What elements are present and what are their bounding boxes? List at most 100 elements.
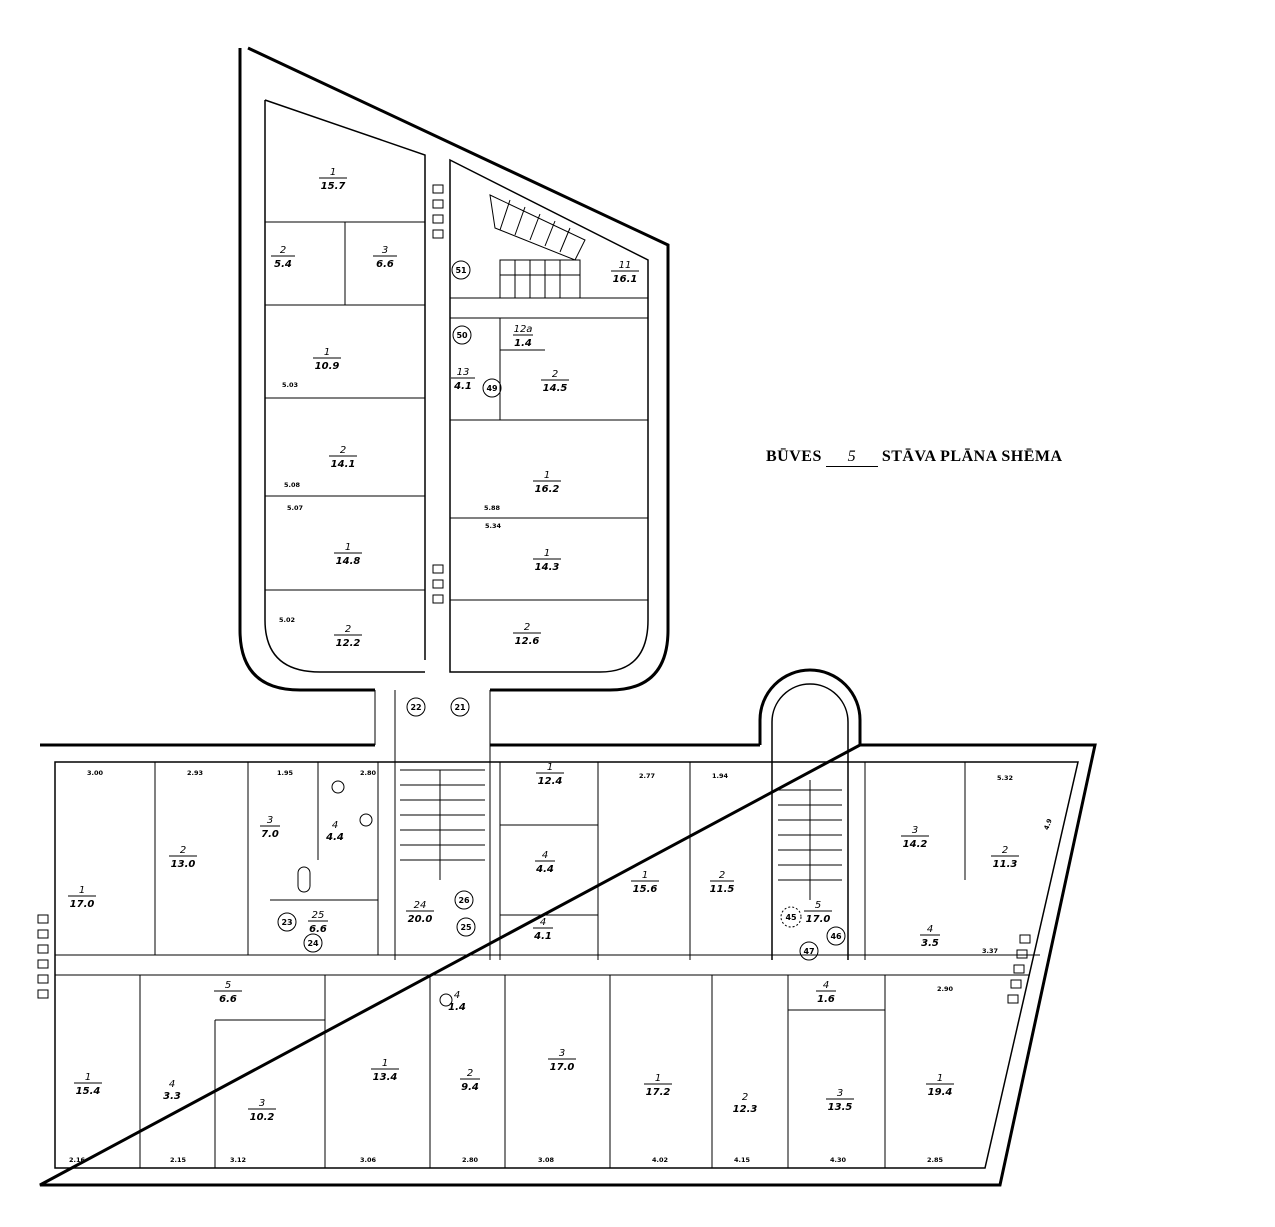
circle-marker: 51 xyxy=(451,260,471,280)
svg-text:9.4: 9.4 xyxy=(461,1082,479,1093)
room-label: 44.4 xyxy=(325,820,344,843)
svg-text:26: 26 xyxy=(458,896,470,905)
room-label: 44.1 xyxy=(533,917,553,942)
svg-text:4.30: 4.30 xyxy=(830,1156,847,1164)
circle-marker: 26 xyxy=(454,890,474,910)
dimension-labels: 5.03 5.08 5.07 5.02 5.88 5.34 3.00 2.93 … xyxy=(69,381,1054,1164)
room-label: 41.6 xyxy=(816,980,836,1005)
svg-text:5.32: 5.32 xyxy=(997,774,1013,782)
svg-text:1: 1 xyxy=(324,347,330,358)
svg-text:1: 1 xyxy=(79,885,85,896)
svg-text:2: 2 xyxy=(552,369,558,380)
room-label: 211.3 xyxy=(991,845,1019,870)
circle-marker: 23 xyxy=(277,912,297,932)
room-label: 29.4 xyxy=(460,1068,480,1093)
svg-text:16.2: 16.2 xyxy=(535,484,560,495)
svg-text:3: 3 xyxy=(837,1088,843,1099)
svg-text:2.16: 2.16 xyxy=(69,1156,86,1164)
svg-text:17.0: 17.0 xyxy=(806,914,831,925)
room-label: 214.5 xyxy=(541,369,569,394)
svg-text:2: 2 xyxy=(467,1068,473,1079)
svg-text:3: 3 xyxy=(912,825,918,836)
svg-text:25: 25 xyxy=(312,910,325,921)
room-label: 211.5 xyxy=(710,870,735,895)
room-label: 212.3 xyxy=(733,1092,758,1115)
circle-marker: 24 xyxy=(303,933,323,953)
svg-text:2.80: 2.80 xyxy=(360,769,377,777)
room-label: 212.2 xyxy=(334,624,362,649)
svg-text:25: 25 xyxy=(460,923,472,932)
stair-north xyxy=(489,194,586,299)
svg-text:1: 1 xyxy=(642,870,648,881)
svg-text:11.5: 11.5 xyxy=(710,884,735,895)
room-label: 41.4 xyxy=(448,990,466,1013)
svg-text:47: 47 xyxy=(803,947,814,956)
svg-text:50: 50 xyxy=(456,331,468,340)
svg-text:10.2: 10.2 xyxy=(250,1112,275,1123)
room-label: 314.2 xyxy=(901,825,929,850)
svg-text:3: 3 xyxy=(259,1098,265,1109)
svg-text:4.1: 4.1 xyxy=(453,381,472,392)
room-label: 112.4 xyxy=(536,762,564,787)
room-label: 117.0 xyxy=(68,885,96,910)
room-label: 43.3 xyxy=(163,1079,181,1102)
circle-marker: 49 xyxy=(482,378,502,398)
svg-text:12.4: 12.4 xyxy=(538,776,563,787)
svg-text:13: 13 xyxy=(457,367,470,378)
north-wing-walls xyxy=(238,46,670,692)
svg-text:14.3: 14.3 xyxy=(535,562,560,573)
room-label: 43.5 xyxy=(920,924,940,949)
room-label: 214.1 xyxy=(329,445,357,470)
svg-text:21: 21 xyxy=(454,703,466,712)
svg-text:1: 1 xyxy=(85,1072,91,1083)
svg-text:1: 1 xyxy=(655,1073,661,1084)
title-prefix: BŪVES xyxy=(766,448,822,465)
svg-text:2: 2 xyxy=(340,445,346,456)
svg-text:23: 23 xyxy=(281,918,292,927)
svg-text:4: 4 xyxy=(542,850,548,861)
svg-text:14.1: 14.1 xyxy=(331,459,356,470)
room-label: 113.4 xyxy=(371,1058,399,1083)
south-wing-walls xyxy=(39,668,1097,1187)
room-label: 317.0 xyxy=(548,1048,576,1073)
svg-text:4: 4 xyxy=(454,990,460,1001)
svg-text:6.6: 6.6 xyxy=(376,259,394,270)
svg-text:3: 3 xyxy=(559,1048,565,1059)
svg-text:17.2: 17.2 xyxy=(646,1087,671,1098)
svg-text:3.37: 3.37 xyxy=(982,947,998,955)
room-label: 310.2 xyxy=(248,1098,276,1123)
room-label: 115.6 xyxy=(631,870,659,895)
svg-text:2.15: 2.15 xyxy=(170,1156,187,1164)
svg-text:5: 5 xyxy=(815,900,821,911)
svg-text:49: 49 xyxy=(486,384,498,393)
svg-text:2.80: 2.80 xyxy=(462,1156,479,1164)
svg-text:10.9: 10.9 xyxy=(315,361,340,372)
svg-text:12.6: 12.6 xyxy=(515,636,540,647)
room-label: 25.4 xyxy=(271,245,295,270)
svg-text:5.07: 5.07 xyxy=(287,504,303,512)
svg-text:14.8: 14.8 xyxy=(336,556,361,567)
svg-text:1: 1 xyxy=(345,542,351,553)
svg-text:46: 46 xyxy=(830,932,842,941)
svg-text:5.34: 5.34 xyxy=(485,522,502,530)
room-label: 119.4 xyxy=(926,1073,954,1098)
svg-text:3.06: 3.06 xyxy=(360,1156,377,1164)
svg-text:1: 1 xyxy=(330,167,336,178)
svg-text:1: 1 xyxy=(544,548,550,559)
svg-text:3.12: 3.12 xyxy=(230,1156,246,1164)
svg-text:1.4: 1.4 xyxy=(514,338,532,349)
circle-marker: 47 xyxy=(799,941,819,961)
svg-text:4: 4 xyxy=(927,924,933,935)
svg-text:15.6: 15.6 xyxy=(633,884,658,895)
svg-text:4: 4 xyxy=(332,820,338,831)
svg-text:4.9: 4.9 xyxy=(1042,817,1054,831)
svg-text:1.94: 1.94 xyxy=(712,772,729,780)
room-label: 37.0 xyxy=(260,815,280,840)
svg-text:4: 4 xyxy=(823,980,829,991)
room-label: 114.3 xyxy=(533,548,561,573)
room-label: 313.5 xyxy=(826,1088,854,1113)
